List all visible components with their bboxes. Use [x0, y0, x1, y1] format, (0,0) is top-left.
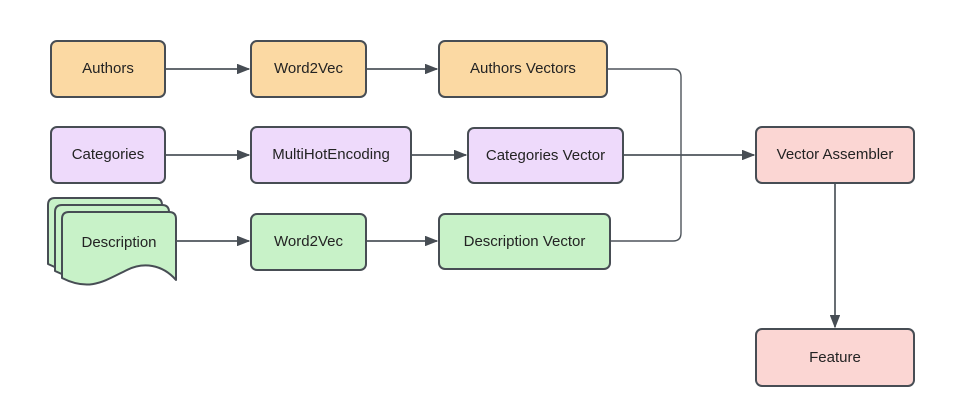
node-feature-label: Feature	[809, 348, 861, 366]
node-word2vec-description-label: Word2Vec	[274, 233, 343, 250]
node-description: Description	[62, 212, 176, 272]
node-categories-vector-label: Categories Vector	[485, 146, 606, 164]
node-authors-vectors-label: Authors Vectors	[470, 60, 576, 77]
node-description-vector-label: Description Vector	[463, 232, 586, 250]
node-vector-assembler-label: Vector Assembler	[776, 146, 894, 163]
node-vector-assembler: Vector Assembler	[755, 126, 915, 184]
node-feature: Feature	[755, 328, 915, 387]
node-categories-label: Categories	[71, 146, 145, 163]
node-authors: Authors	[50, 40, 166, 98]
node-description-vector: Description Vector	[438, 213, 611, 270]
node-authors-vectors: Authors Vectors	[438, 40, 608, 98]
node-word2vec-authors-label: Word2Vec	[274, 60, 343, 77]
node-categories-vector: Categories Vector	[467, 127, 624, 184]
node-categories: Categories	[50, 126, 166, 184]
node-multi-hot-encoding: MultiHotEncoding	[250, 126, 412, 184]
node-authors-label: Authors	[82, 60, 134, 77]
node-description-label: Description	[81, 233, 157, 251]
node-word2vec-description: Word2Vec	[250, 213, 367, 271]
node-word2vec-authors: Word2Vec	[250, 40, 367, 98]
node-multi-hot-encoding-label: MultiHotEncoding	[272, 146, 390, 163]
